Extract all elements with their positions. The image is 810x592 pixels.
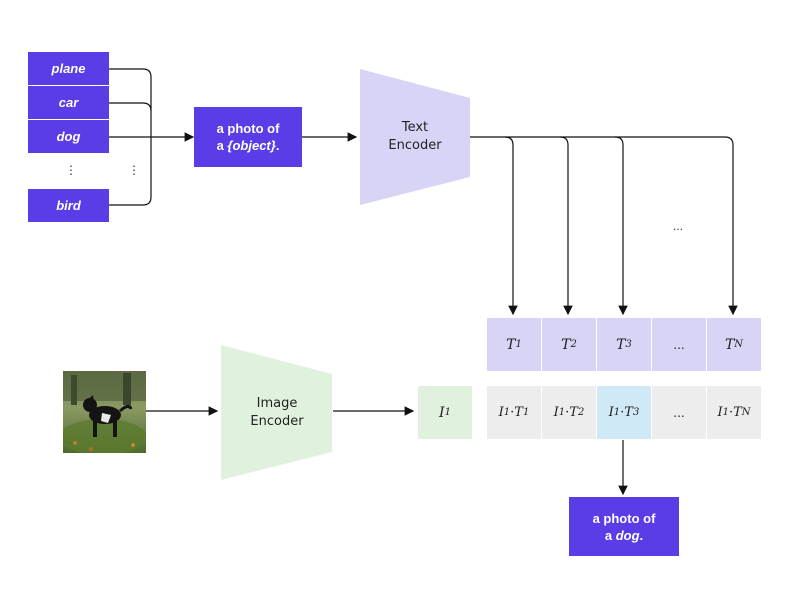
text-encoder-label: Text Encoder [388,120,442,153]
product-ellipsis: ... [652,386,706,439]
result-line1: a photo of [592,510,656,526]
ellipsis-right: ⋮ [128,163,140,177]
image-encoder-shape [221,345,332,480]
text-encoder-shape [360,69,470,205]
dog-photo [63,371,146,453]
result-line2: a dog. [604,527,644,543]
text-embedding-ellipsis: ... [652,318,706,371]
prompt-line2: a {object}. [216,138,280,153]
image-encoder-label: Image Encoder [250,396,304,429]
result-box: a photo of a dog. [569,497,679,556]
prompt-template-box: a photo of a {object}. [194,107,302,167]
ellipsis-left: ⋮ [65,163,77,177]
label-plane: plane [28,52,109,85]
label-car: car [28,86,109,119]
label-bird: bird [28,189,109,222]
prompt-line1: a photo of [216,121,280,136]
embeddings-ellipsis: ... [673,219,684,233]
label-dog: dog [28,120,109,153]
